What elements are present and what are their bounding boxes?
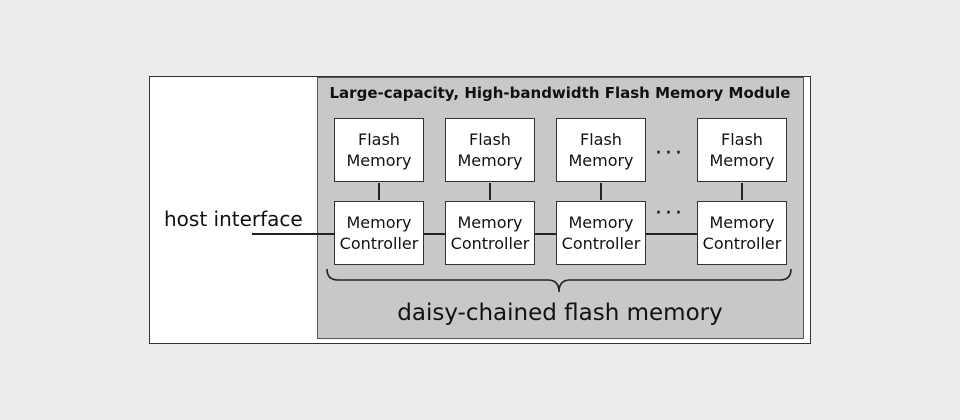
flash-label: Flash: [580, 130, 622, 149]
controller-label: Memory: [346, 213, 412, 232]
host-interface-line: [252, 233, 334, 235]
flash-controller-link: [489, 183, 491, 200]
ellipsis-flash: ···: [655, 141, 685, 166]
module-title: Large-capacity, High-bandwidth Flash Mem…: [329, 84, 791, 102]
controller-label: Controller: [339, 234, 419, 253]
diagram-caption: daisy-chained flash memory: [397, 300, 723, 326]
flash-label: Flash: [469, 130, 511, 149]
controller-label: Controller: [561, 234, 641, 253]
grouping-brace: [326, 268, 792, 293]
flash-label: Memory: [568, 151, 634, 170]
chain-link: [424, 233, 445, 235]
controller-label: Controller: [702, 234, 782, 253]
flash-label: Memory: [709, 151, 775, 170]
flash-controller-link: [741, 183, 743, 200]
flash-label: Flash: [721, 130, 763, 149]
chain-link: [646, 233, 697, 235]
chain-link: [535, 233, 556, 235]
flash-label: Memory: [457, 151, 523, 170]
brace-path: [326, 268, 792, 293]
flash-label: Flash: [358, 130, 400, 149]
host-interface-label: host interface: [164, 207, 303, 231]
controller-label: Memory: [568, 213, 634, 232]
controller-label: Controller: [450, 234, 530, 253]
controller-label: Memory: [709, 213, 775, 232]
controller-label: Memory: [457, 213, 523, 232]
flash-label: Memory: [346, 151, 412, 170]
ellipsis-controller: ···: [655, 201, 685, 226]
flash-controller-link: [378, 183, 380, 200]
flash-controller-link: [600, 183, 602, 200]
